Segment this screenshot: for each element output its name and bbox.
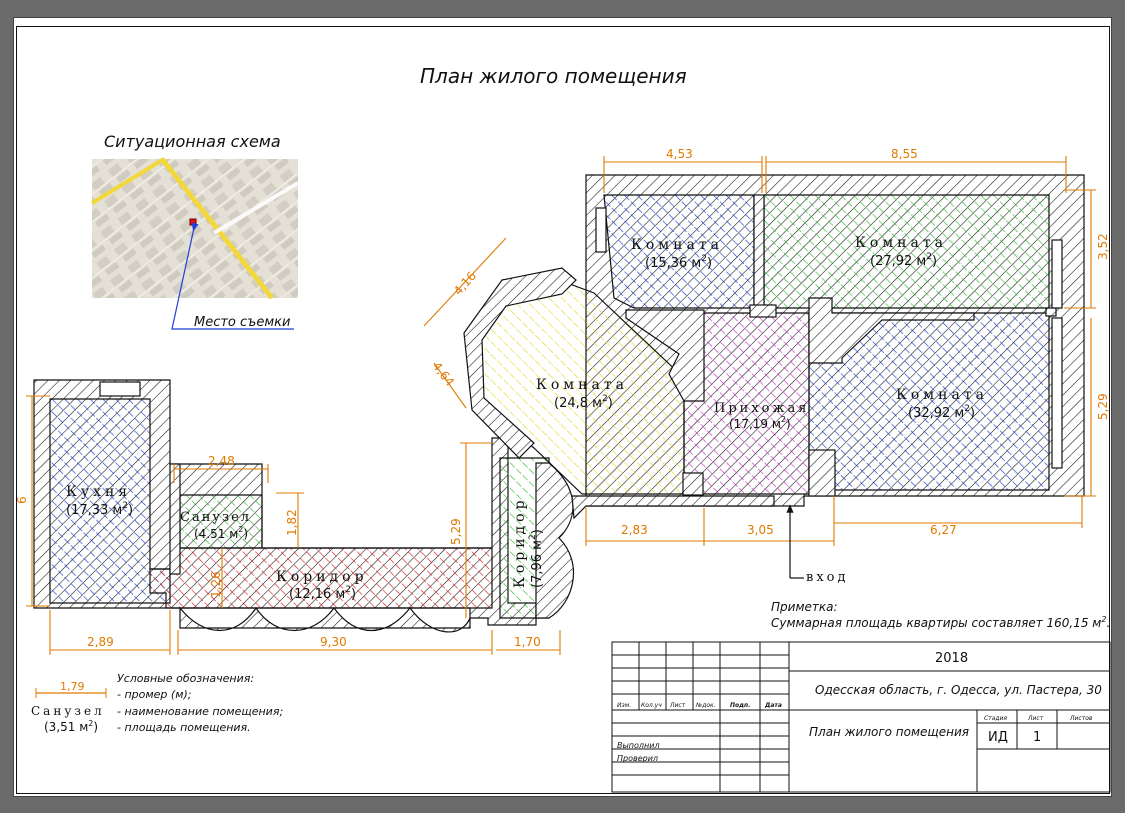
- dim-529-left: 5,29: [449, 518, 463, 545]
- dim-352: 3,52: [1096, 233, 1110, 260]
- bath-area-label: (4.51 м2): [194, 525, 248, 541]
- entrance-label: вход: [806, 570, 848, 585]
- corridor2-name: Коридор: [512, 496, 528, 588]
- stamp-role-done: Выполнил: [617, 741, 660, 750]
- stamp-col-stage: Стадия: [984, 715, 1007, 722]
- bath-name: Санузел: [180, 510, 251, 525]
- room4-name: Комната: [896, 387, 988, 403]
- note-text: Суммарная площадь квартиры составляет 16…: [771, 615, 1110, 630]
- dim-453: 4,53: [666, 147, 693, 161]
- stamp-col-sheets: Листов: [1069, 715, 1093, 722]
- note-label: Приметка:: [771, 600, 838, 614]
- room3-area: [763, 194, 1050, 309]
- stamp-header-podp: Подп.: [730, 702, 750, 709]
- stamp-doc-title: План жилого помещения: [809, 725, 969, 739]
- kitchen-area-label: (17,33 м2): [66, 501, 133, 518]
- room1-name: Комната: [536, 377, 628, 393]
- stamp-col-sheet: Лист: [1027, 715, 1044, 722]
- situation-map: [90, 157, 300, 300]
- dim-6: 6: [15, 496, 29, 504]
- dim-464: 4,64: [430, 359, 457, 389]
- room2-area-label: (15,36 м2): [645, 254, 712, 271]
- legend-item-name: - наименование помещения;: [117, 705, 283, 718]
- room2-name: Комната: [631, 237, 723, 253]
- dim-305: 3,05: [747, 523, 774, 537]
- hall-name: Прихожая: [714, 401, 809, 416]
- dim-855: 8,55: [891, 147, 918, 161]
- callout-label: Место съемки: [194, 315, 290, 330]
- legend-title: Условные обозначения:: [117, 672, 254, 685]
- stamp-header-izm: Изм.: [617, 702, 631, 709]
- room4-area-label: (32,92 м2): [908, 404, 975, 421]
- legend-dim-value: 1,79: [60, 680, 85, 693]
- location-marker-icon: [189, 218, 197, 226]
- legend-item-dim: - промер (м);: [117, 688, 192, 701]
- dim-289: 2,89: [87, 635, 114, 649]
- title-block-text: 2018 Одесская область, г. Одесса, ул. Па…: [617, 651, 1102, 763]
- dim-170: 1,70: [514, 635, 541, 649]
- dim-416: 4,16: [451, 269, 479, 298]
- room1-area-label: (24,8 м2): [554, 394, 613, 411]
- page-title: План жилого помещения: [420, 64, 687, 88]
- room2-area: [603, 194, 755, 309]
- stamp-year: 2018: [935, 651, 968, 666]
- room3-area-label: (27,92 м2): [870, 252, 937, 269]
- stamp-sheet: 1: [1033, 730, 1041, 745]
- dim-248: 2,48: [208, 454, 235, 468]
- stamp-stage: ИД: [988, 730, 1008, 745]
- stamp-header-list: Лист: [669, 702, 686, 709]
- dim-529-right: 5,29: [1096, 393, 1110, 420]
- legend-sample-name: Санузел: [31, 704, 105, 718]
- stamp-header-date: Дата: [764, 702, 782, 709]
- corridor2-area-label: (7,96 м2): [528, 529, 545, 588]
- situation-title: Ситуационная схема: [104, 132, 281, 151]
- dim-182: 1,82: [285, 509, 299, 536]
- hall-area-label: (17,19 м2): [729, 415, 791, 431]
- drawing-frame: [16, 26, 1110, 794]
- floor-plan-drawing: План жилого помещения Ситуационная схема…: [15, 64, 1111, 793]
- callout-leader: [171, 222, 294, 330]
- legend: Условные обозначения: 1,79 - промер (м);…: [31, 672, 283, 734]
- dim-930: 9,30: [320, 635, 347, 649]
- stamp-role-check: Проверил: [617, 754, 658, 763]
- kitchen-name: Кухня: [66, 484, 131, 500]
- title-block: [611, 641, 1111, 793]
- corridor1-name: Коридор: [276, 569, 368, 585]
- room-labels: Кухня (17,33 м2) Санузел (4.51 м2) Корид…: [66, 235, 988, 602]
- dim-627: 6,27: [930, 523, 957, 537]
- legend-sample-area: (3,51 м2): [44, 719, 98, 734]
- stamp-header-kol: Кол.уч: [641, 702, 662, 709]
- corridor1-area-label: (12,16 м2): [289, 585, 356, 602]
- dim-126: 1,26: [209, 571, 223, 598]
- stamp-address: Одесская область, г. Одесса, ул. Пастера…: [815, 683, 1102, 697]
- stamp-header-doc: №док.: [695, 702, 716, 709]
- legend-item-area: - площадь помещения.: [117, 721, 251, 734]
- dim-283: 2,83: [621, 523, 648, 537]
- drawing-sheet: План жилого помещения Ситуационная схема…: [14, 18, 1111, 796]
- room3-name: Комната: [855, 235, 947, 251]
- partitions: [99, 194, 1063, 633]
- room-fills: [49, 194, 1050, 619]
